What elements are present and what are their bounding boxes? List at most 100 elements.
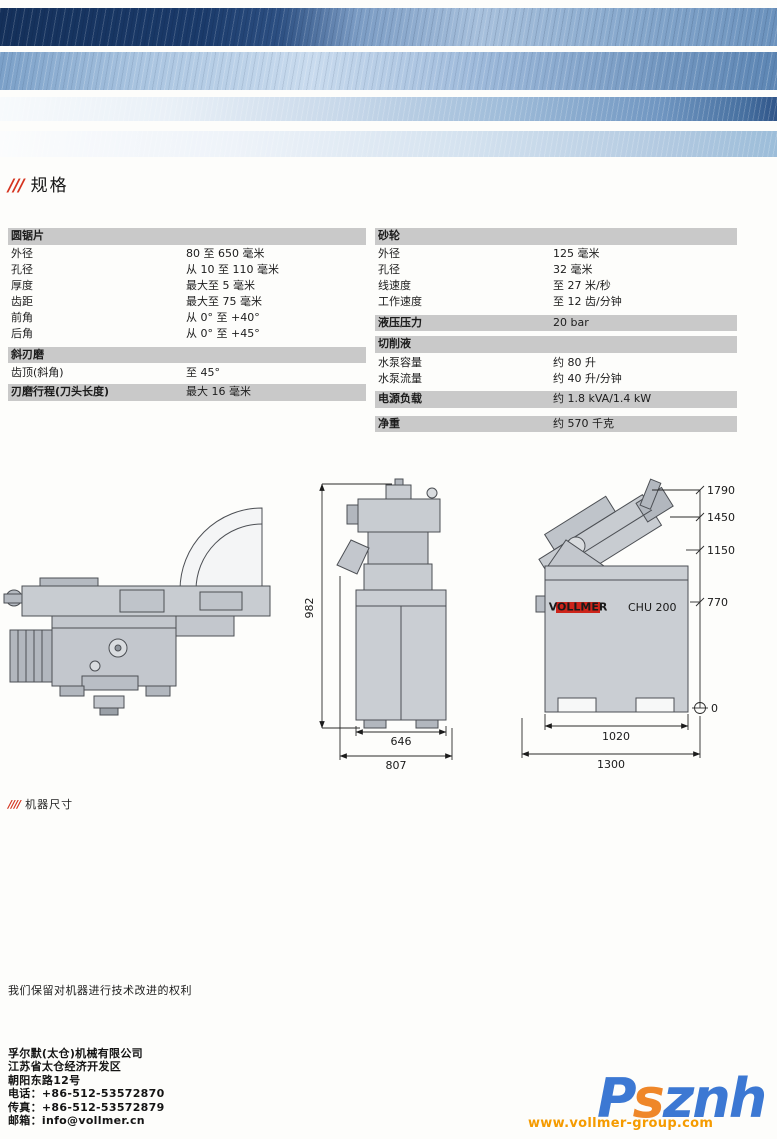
spec-header-coolant: 切削液	[375, 336, 737, 353]
banner-band-fourth	[0, 131, 777, 157]
dimension-807	[339, 576, 453, 760]
dim-1450-label: 1450	[707, 511, 735, 524]
company-fax: 传真：+86-512-53572879	[8, 1100, 165, 1114]
spec-value: 最大 16 毫米	[186, 385, 251, 399]
spec-row: 孔径 32 毫米	[375, 263, 737, 279]
spec-header-net-weight: 净重 约 570 千克	[375, 415, 737, 433]
dim-0-label: 0	[711, 702, 718, 715]
spec-header-label: 圆锯片	[11, 229, 44, 242]
spec-label: 外径	[378, 247, 400, 261]
spec-value: 至 45°	[186, 366, 220, 380]
spec-header-label: 刃磨行程(刀头长度)	[11, 385, 110, 399]
spec-value: 从 0° 至 +40°	[186, 311, 260, 325]
dimension-646	[355, 726, 447, 736]
company-name: 孚尔默(太仓)机械有限公司	[8, 1047, 143, 1060]
left-side-view-drawing	[3, 507, 271, 716]
spec-row: 后角 从 0° 至 +45°	[8, 327, 366, 343]
spec-value: 80 至 650 毫米	[186, 247, 265, 261]
watermark-letter: h	[728, 1067, 767, 1130]
spec-label: 水泵流量	[378, 371, 422, 385]
dim-770-label: 770	[707, 596, 728, 609]
model-label: CHU 200	[628, 601, 677, 614]
company-address-block: 孚尔默(太仓)机械有限公司 江苏省太仓经济开发区 朝阳东路12号 电话：+86-…	[8, 1047, 165, 1127]
height-dimension-chain	[652, 485, 705, 708]
spec-header-label: 切削液	[378, 337, 411, 351]
right-side-view-drawing: VOLLMER CHU 200	[535, 478, 689, 713]
spec-row: 孔径 从 10 至 110 毫米	[8, 263, 366, 279]
spec-header-grinding-wheel: 砂轮	[375, 228, 737, 245]
spec-value: 约 80 升	[553, 355, 596, 369]
spec-label: 孔径	[11, 263, 33, 277]
banner-band-top	[0, 8, 777, 46]
spec-row: 水泵容量 约 80 升	[375, 355, 737, 371]
spec-row: 厚度 最大至 5 毫米	[8, 279, 366, 295]
dim-1150-label: 1150	[707, 544, 735, 557]
red-slashes-icon: ///	[8, 176, 25, 196]
watermark-letter: P	[597, 1067, 635, 1130]
dim-646-label: 646	[391, 735, 412, 748]
watermark-letter: s	[632, 1067, 665, 1130]
spec-row: 线速度 至 27 米/秒	[375, 279, 737, 295]
spec-value: 从 10 至 110 毫米	[186, 263, 279, 277]
vollmer-logo: VOLLMER	[549, 601, 608, 614]
spec-label: 齿距	[11, 295, 33, 309]
spec-row: 工作速度 至 12 齿/分钟	[375, 295, 737, 311]
dim-1020-label: 1020	[602, 730, 630, 743]
dim-982-label: 982	[303, 598, 316, 619]
spec-value: 约 570 千克	[553, 416, 614, 430]
dim-1790-label: 1790	[707, 484, 735, 497]
spec-value: 约 1.8 kVA/1.4 kW	[553, 392, 652, 406]
spec-header-label: 液压压力	[378, 315, 422, 329]
spec-label: 后角	[11, 327, 33, 341]
specs-column-left: 圆锯片 外径 80 至 650 毫米 孔径 从 10 至 110 毫米 厚度 最…	[8, 228, 366, 403]
spec-label: 厚度	[11, 279, 33, 293]
spec-value: 最大至 75 毫米	[186, 295, 262, 309]
dim-1300-label: 1300	[597, 758, 625, 771]
dimension-982	[319, 483, 392, 729]
spec-header-label: 净重	[378, 416, 400, 430]
spec-value: 约 40 升/分钟	[553, 371, 622, 385]
section-title-text: 规格	[30, 176, 69, 196]
watermark-letter: n	[692, 1067, 730, 1130]
spec-row: 外径 80 至 650 毫米	[8, 247, 366, 263]
spec-header-hydraulic-pressure: 液压压力 20 bar	[375, 314, 737, 332]
spec-label: 齿顶(斜角)	[11, 366, 64, 380]
vollmer-logo-text: VOLLMER	[549, 601, 608, 614]
spec-row: 齿距 最大至 75 毫米	[8, 295, 366, 311]
datum-zero-symbol	[692, 702, 708, 714]
spec-value: 至 12 齿/分钟	[553, 295, 622, 309]
spec-header-label: 斜刃磨	[11, 347, 44, 361]
section-title: /// 规格	[8, 171, 69, 196]
specs-column-right: 砂轮 外径 125 毫米 孔径 32 毫米 线速度 至 27 米/秒 工作速度 …	[375, 228, 737, 434]
spec-label: 工作速度	[378, 295, 422, 309]
spec-header-label: 电源负载	[378, 392, 422, 406]
spec-value: 20 bar	[553, 315, 589, 329]
spec-row: 外径 125 毫米	[375, 247, 737, 263]
spec-header-bevel-grinding: 斜刃磨	[8, 346, 366, 364]
company-address-line1: 江苏省太仓经济开发区	[8, 1060, 121, 1074]
company-email: 邮箱：info@vollmer.cn	[8, 1114, 145, 1128]
company-address-line2: 朝阳东路12号	[8, 1073, 81, 1087]
spec-value: 最大至 5 毫米	[186, 279, 255, 293]
front-view-drawing	[336, 478, 447, 729]
spec-row: 水泵流量 约 40 升/分钟	[375, 371, 737, 387]
drawing-caption: //// 机器尺寸	[8, 796, 73, 812]
spec-label: 前角	[11, 311, 33, 325]
red-slashes-icon: ////	[8, 798, 21, 811]
drawing-caption-text: 机器尺寸	[25, 798, 74, 811]
spec-header-grinding-stroke: 刃磨行程(刀头长度) 最大 16 毫米	[8, 384, 366, 402]
spec-label: 孔径	[378, 263, 400, 277]
technical-drawings: VOLLMER CHU 200 982 646 807	[3, 478, 735, 772]
company-phone: 电话：+86-512-53572870	[8, 1087, 165, 1101]
spec-header-power-load: 电源负载 约 1.8 kVA/1.4 kW	[375, 391, 737, 408]
spec-label: 水泵容量	[378, 355, 422, 369]
spec-label: 外径	[11, 247, 33, 261]
rights-note: 我们保留对机器进行技术改进的权利	[8, 984, 192, 997]
banner-band-third	[0, 97, 777, 121]
dimension-1300	[521, 716, 701, 758]
watermark-url: www.vollmer-group.com	[528, 1116, 714, 1131]
dimension-1020	[544, 714, 689, 730]
spec-row: 齿顶(斜角) 至 45°	[8, 365, 366, 381]
watermark-letter: z	[662, 1067, 694, 1130]
spec-label: 线速度	[378, 279, 411, 293]
